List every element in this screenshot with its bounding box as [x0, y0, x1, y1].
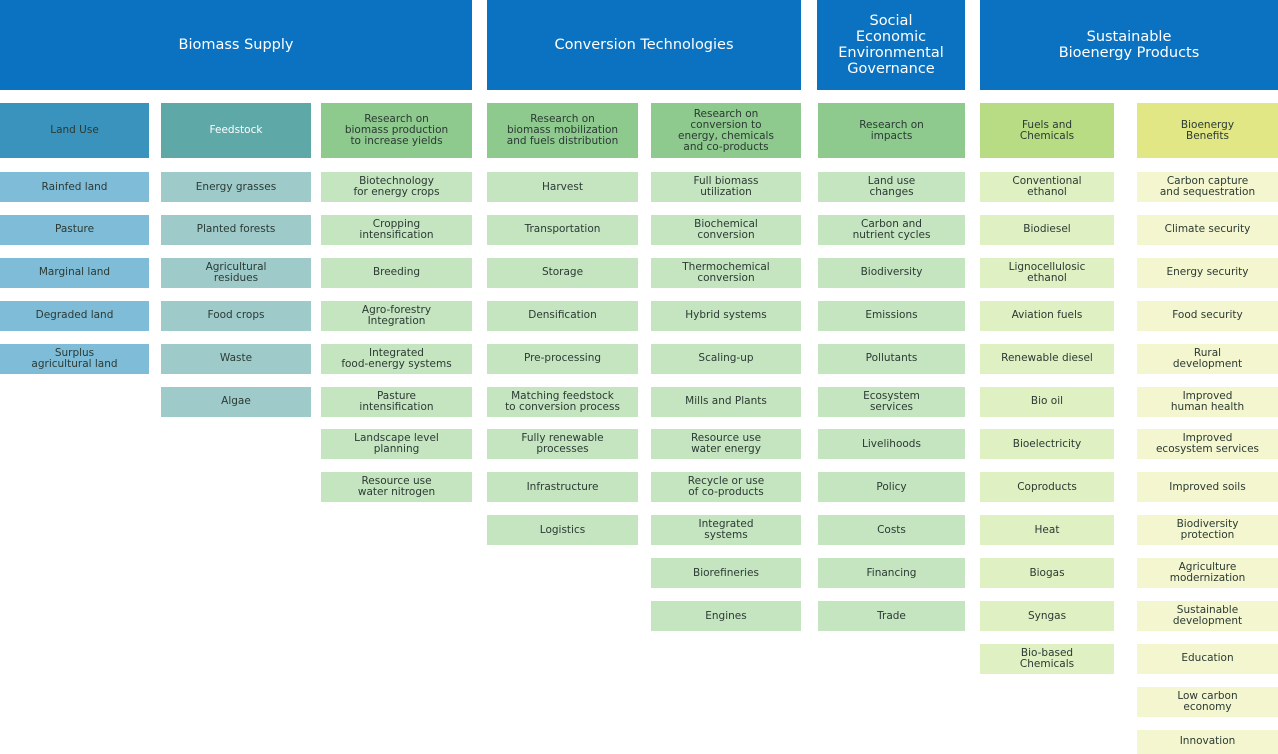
section-header-governance: Social Economic Environmental Governance [817, 0, 965, 90]
item-fuels-chemicals-7: Coproducts [980, 472, 1114, 503]
item-bioenergy-benefits-8: Biodiversity protection [1137, 515, 1278, 546]
item-mobilization-research-6: Fully renewable processes [487, 429, 638, 460]
item-conversion-research-4: Scaling-up [651, 343, 801, 374]
item-conversion-research-1: Biochemical conversion [651, 214, 801, 245]
item-biomass-research-2: Breeding [321, 257, 472, 288]
item-conversion-research-6: Resource use water energy [651, 429, 801, 460]
item-conversion-research-8: Integrated systems [651, 515, 801, 546]
item-impacts-research-9: Financing [818, 558, 965, 589]
item-conversion-research-10: Engines [651, 601, 801, 631]
item-fuels-chemicals-6: Bioelectricity [980, 429, 1114, 460]
item-bioenergy-benefits-3: Food security [1137, 300, 1278, 331]
item-conversion-research-0: Full biomass utilization [651, 172, 801, 202]
item-conversion-research-2: Thermochemical conversion [651, 257, 801, 288]
item-conversion-research-3: Hybrid systems [651, 300, 801, 331]
item-fuels-chemicals-4: Renewable diesel [980, 343, 1114, 374]
item-impacts-research-8: Costs [818, 515, 965, 546]
item-bioenergy-benefits-4: Rural development [1137, 343, 1278, 374]
item-feedstock-2: Agricultural residues [161, 257, 311, 288]
item-feedstock-1: Planted forests [161, 214, 311, 245]
item-conversion-research-5: Mills and Plants [651, 386, 801, 417]
item-mobilization-research-3: Densification [487, 300, 638, 331]
item-impacts-research-7: Policy [818, 472, 965, 503]
column-header-mobilization-research: Research on biomass mobilization and fue… [487, 103, 638, 158]
item-biomass-research-6: Landscape level planning [321, 429, 472, 460]
column-header-biomass-research: Research on biomass production to increa… [321, 103, 472, 158]
item-fuels-chemicals-1: Biodiesel [980, 214, 1114, 245]
item-mobilization-research-0: Harvest [487, 172, 638, 202]
item-feedstock-5: Algae [161, 386, 311, 417]
item-fuels-chemicals-0: Conventional ethanol [980, 172, 1114, 202]
item-bioenergy-benefits-7: Improved soils [1137, 472, 1278, 503]
column-header-conversion-research: Research on conversion to energy, chemic… [651, 103, 801, 158]
item-impacts-research-10: Trade [818, 601, 965, 631]
item-biomass-research-0: Biotechnology for energy crops [321, 172, 472, 202]
section-header-products: Sustainable Bioenergy Products [980, 0, 1278, 90]
item-land-use-2: Marginal land [0, 257, 149, 288]
item-biomass-research-4: Integrated food-energy systems [321, 343, 472, 374]
item-bioenergy-benefits-10: Sustainable development [1137, 601, 1278, 631]
item-bioenergy-benefits-6: Improved ecosystem services [1137, 429, 1278, 460]
item-fuels-chemicals-11: Bio-based Chemicals [980, 643, 1114, 674]
column-header-fuels-chemicals: Fuels and Chemicals [980, 103, 1114, 158]
item-bioenergy-benefits-1: Climate security [1137, 214, 1278, 245]
item-bioenergy-benefits-13: Innovation [1137, 729, 1278, 754]
item-fuels-chemicals-5: Bio oil [980, 386, 1114, 417]
item-impacts-research-4: Pollutants [818, 343, 965, 374]
item-mobilization-research-2: Storage [487, 257, 638, 288]
item-conversion-research-9: Biorefineries [651, 558, 801, 589]
item-mobilization-research-5: Matching feedstock to conversion process [487, 386, 638, 417]
column-header-impacts-research: Research on impacts [818, 103, 965, 158]
section-header-conversion-technologies: Conversion Technologies [487, 0, 801, 90]
item-biomass-research-1: Cropping intensification [321, 214, 472, 245]
item-bioenergy-benefits-5: Improved human health [1137, 386, 1278, 417]
item-bioenergy-benefits-12: Low carbon economy [1137, 686, 1278, 717]
section-header-biomass-supply: Biomass Supply [0, 0, 472, 90]
item-land-use-3: Degraded land [0, 300, 149, 331]
item-biomass-research-7: Resource use water nitrogen [321, 472, 472, 503]
item-bioenergy-benefits-11: Education [1137, 643, 1278, 674]
column-header-bioenergy-benefits: Bioenergy Benefits [1137, 103, 1278, 158]
item-impacts-research-3: Emissions [818, 300, 965, 331]
item-conversion-research-7: Recycle or use of co-products [651, 472, 801, 503]
column-header-feedstock: Feedstock [161, 103, 311, 158]
item-mobilization-research-8: Logistics [487, 515, 638, 546]
item-impacts-research-6: Livelihoods [818, 429, 965, 460]
item-biomass-research-5: Pasture intensification [321, 386, 472, 417]
item-impacts-research-0: Land use changes [818, 172, 965, 202]
item-mobilization-research-1: Transportation [487, 214, 638, 245]
item-feedstock-3: Food crops [161, 300, 311, 331]
item-fuels-chemicals-2: Lignocellulosic ethanol [980, 257, 1114, 288]
item-feedstock-0: Energy grasses [161, 172, 311, 202]
item-impacts-research-5: Ecosystem services [818, 386, 965, 417]
item-bioenergy-benefits-0: Carbon capture and sequestration [1137, 172, 1278, 202]
item-fuels-chemicals-9: Biogas [980, 558, 1114, 589]
item-land-use-0: Rainfed land [0, 172, 149, 202]
item-mobilization-research-4: Pre-processing [487, 343, 638, 374]
item-impacts-research-1: Carbon and nutrient cycles [818, 214, 965, 245]
item-feedstock-4: Waste [161, 343, 311, 374]
item-fuels-chemicals-8: Heat [980, 515, 1114, 546]
item-impacts-research-2: Biodiversity [818, 257, 965, 288]
item-land-use-1: Pasture [0, 214, 149, 245]
column-header-land-use: Land Use [0, 103, 149, 158]
item-biomass-research-3: Agro-forestry Integration [321, 300, 472, 331]
item-bioenergy-benefits-9: Agriculture modernization [1137, 558, 1278, 589]
item-bioenergy-benefits-2: Energy security [1137, 257, 1278, 288]
item-mobilization-research-7: Infrastructure [487, 472, 638, 503]
item-fuels-chemicals-10: Syngas [980, 601, 1114, 631]
item-fuels-chemicals-3: Aviation fuels [980, 300, 1114, 331]
item-land-use-4: Surplus agricultural land [0, 343, 149, 374]
